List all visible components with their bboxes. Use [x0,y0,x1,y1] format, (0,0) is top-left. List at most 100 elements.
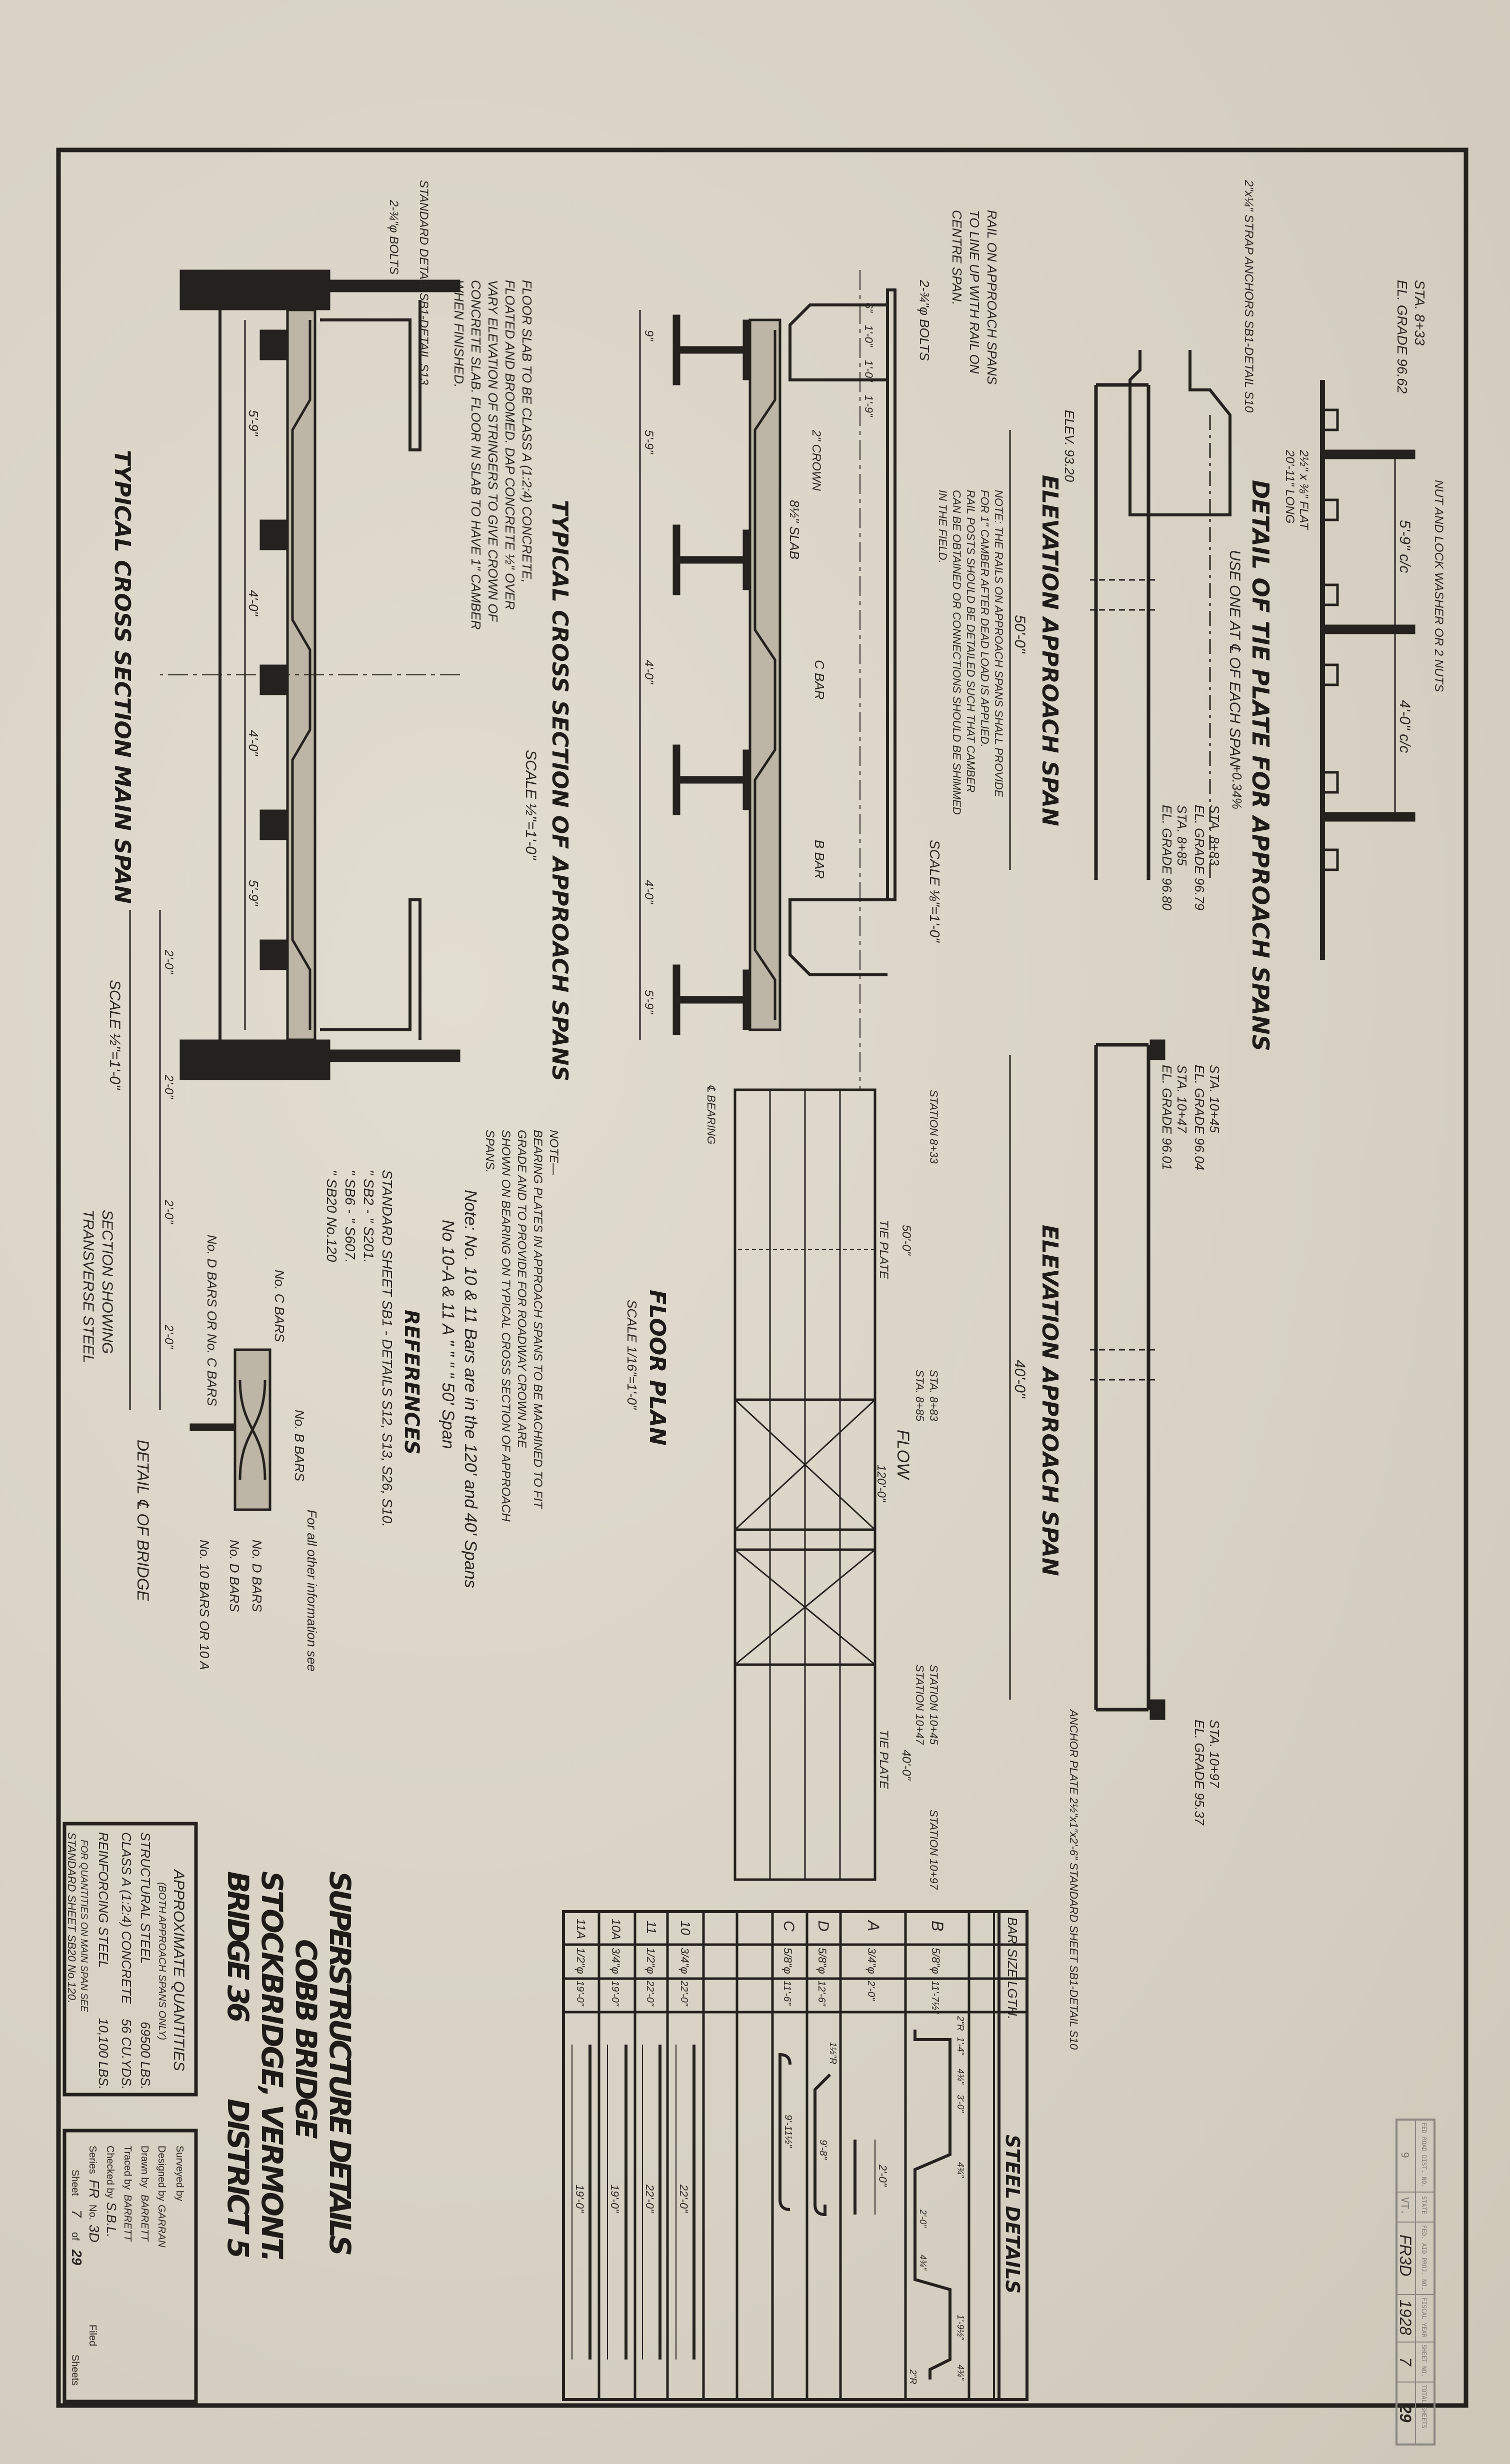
stringer-web [1322,449,1416,459]
tie-plate-length-label: 20'-11" LONG [1283,449,1296,523]
bar-size: 1/2"φ [644,1948,657,1974]
bar-mark: 11 [644,1921,659,1934]
bar-mark: B [928,1921,946,1931]
dimension: 4'-0" [246,730,261,757]
elevation-scale: SCALE ⅛"=1'-0" [927,840,942,943]
bar-length: 22'-0" [678,1980,690,2007]
bolt-icon [1321,663,1339,686]
dimension: 9'-8" [818,2140,828,2160]
dimension: 2'-0" [162,1074,176,1099]
note-line: RAIL ON APPROACH SPANS [984,210,1000,385]
elevation-approach-span-right: STA. 10+45 EL. GRADE 96.04 STA. 10+47 EL… [1009,1039,1222,2050]
tracer-name: BARRETT [122,2195,133,2242]
of-label: of [70,2232,80,2241]
stamp-value: 7 [1396,2357,1414,2367]
bar-length: 19'-0" [610,1981,620,2007]
elevation-title: ELEVATION APPROACH SPAN [1037,1225,1062,1576]
note-line: RAIL POSTS SHOULD BE DETAILED SUCH THAT … [964,490,977,792]
stamp-value: 29 [1396,2404,1414,2423]
stamp-header: FED. AID PROJ. NO. [1420,2225,1428,2290]
bearing-label: ℄ BEARING [705,1085,718,1144]
bar-mark: 11A [574,1919,588,1939]
drawn-label: Drawn by [139,2146,150,2188]
bar-length: 11'-6" [782,1981,792,2006]
note-line: No 10-A & 11 A " " " " 50' Span [438,1220,458,1449]
note-line: VARY ELEVATION OF STRINGERS TO GIVE CROW… [486,280,500,622]
table-row: B 5/8"φ 11'-7½" 2"R 1'-4" 4¾" 3'-0" 4¾" … [908,1921,966,2384]
elevation-approach-span-left: 2"x¼" STRAP ANCHORS SB1-DETAIL S10 ELEV.… [927,179,1428,943]
anchor-plate-label: ANCHOR PLATE 2½"x1"x2'-6" STANDARD SHEET… [1068,1709,1080,2050]
note-line: NOTE— [547,1130,560,1176]
dimension: 1½"R [828,2042,838,2064]
column-header: LGTH. [1005,1981,1020,2020]
dimension: 2"R [956,2016,966,2031]
dimension: 1'-4" [956,2037,966,2056]
grade-label: EL. GRADE 95.37 [1192,1720,1207,1826]
transverse-label: TRANSVERSE STEEL [80,1210,96,1363]
note-line: FLOATED AND BROOMED. DAP CONCRETE ½" OVE… [502,280,518,610]
bar-label: No. B BARS [292,1410,307,1482]
bar-size: 5/8"φ [930,1948,942,1974]
tie-plate-label: TIE PLATE [877,1730,890,1789]
stamp-value: VT. [1399,2197,1411,2215]
dimension: 4'-0" [642,660,656,684]
dimension: 4'-0" [246,590,261,617]
grade-label: EL. GRADE 96.79 [1192,805,1207,910]
note-line: IN THE FIELD. [936,490,949,563]
flow-label: FLOW [894,1430,912,1480]
bolts-label: 2-¾"φ BOLTS [917,279,932,361]
stringer-web [1322,812,1416,822]
bolt-icon [1321,498,1339,521]
column-header: SIZE [1005,1949,1020,1978]
station-label: STATION 10+97 [928,1810,940,1890]
stamp-header: STATE [1420,2196,1428,2214]
camber-label: +0.34% [1230,765,1244,809]
bar-mark: A [864,1920,882,1931]
table-row: 11A 1/2"φ 19'-0" 19'-0" [572,1919,592,2360]
stringer-web [1322,624,1416,634]
steel-details-table: BAR SIZE LGTH. STEEL DETAILS B 5/8"φ 11'… [562,1910,1028,2401]
approach-section-title: TYPICAL CROSS SECTION OF APPROACH SPANS [547,500,572,1081]
tie-plate-label: TIE PLATE [877,1220,890,1279]
series-label: Series [87,2146,98,2174]
table-row: C 5/8"φ 11'-6" 9'-11½" [778,1921,797,2211]
column-header: BAR [1005,1917,1020,1944]
dimension: 2'-0" [162,949,176,974]
grade-label: EL. GRADE 96.01 [1160,1065,1174,1170]
note-line: TO LINE UP WITH RAIL ON [967,210,982,374]
transverse-label: SECTION SHOWING [99,1210,116,1354]
b-bar-rebar [754,330,776,1020]
floor-plan-scale: SCALE 1/16"=1'-0" [624,1300,640,1410]
station-label: STATION 10+45 [928,1665,940,1745]
note-line: FLOOR SLAB TO BE CLASS A (1:2:4) CONCRET… [520,280,534,583]
quantities-note: STANDARD SHEET SB20 No.120. [66,1832,78,2003]
bridge-detail-title: DETAIL ℄ OF BRIDGE [134,1440,152,1602]
dimension: 2'-0" [876,2164,889,2187]
dimension: 4¾" [918,2255,928,2271]
elevation-label: ELEV. 93.20 [1062,410,1077,482]
bar-label: No. D BARS OR No. C BARS [204,1235,220,1406]
main-span-cross-section: STANDARD DETAIL SB1-DETAIL S13 2-¾"φ BOL… [80,180,460,1410]
bar-label: No. C BARS [272,1270,287,1342]
main-section-scale: SCALE ½"=1'-0" [106,980,123,1090]
dimension: 1'-9" [862,395,875,417]
stamp-header: TOTAL SHEETS [1420,2385,1428,2429]
dimension: 4¾" [956,2162,966,2179]
bar-size: 3/4"φ [866,1948,878,1974]
tie-plate-detail: 5'-9" c/c 4'-0" c/c NUT AND LOCK WASHER … [1226,380,1446,1051]
table-row: 11 1/2"φ 22'-0" 22'-0" [642,1921,662,2360]
title-block: SUPERSTRUCTURE DETAILS COBB BRIDGE STOCK… [221,1871,357,2262]
bar-mark: C [780,1921,797,1932]
bar-label: No. D BARS [250,1540,264,1612]
dimension: 6" [862,302,875,313]
quantity-value: 56 CU.YDS. [119,2019,134,2090]
dimension: 4¾" [956,2069,966,2085]
bridge-name: COBB BRIDGE [289,1939,323,2139]
sheet-border [56,147,1468,2408]
bridge-number: BRIDGE 36 [221,1871,255,2023]
dimension: 5'-9" [642,430,656,454]
std-detail-label: STANDARD DETAIL SB1-DETAIL S13 [417,180,430,385]
tie-plate-dim: 5'-9" c/c [1396,520,1413,573]
dimension: 40'-0" [900,1750,913,1781]
